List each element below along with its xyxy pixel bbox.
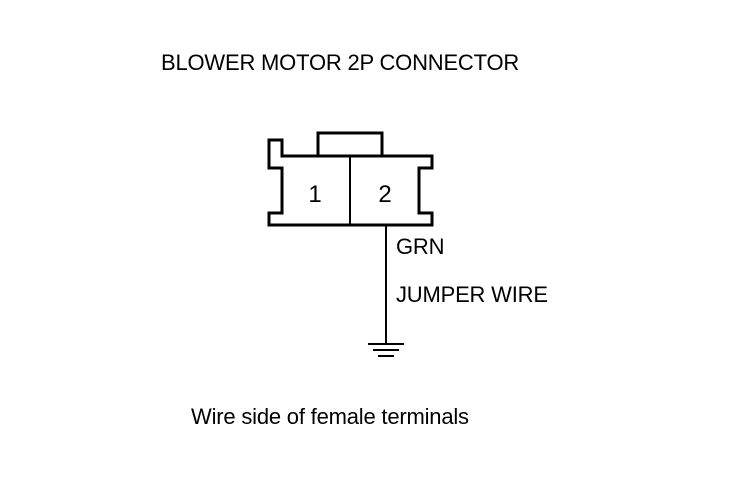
terminal-2-label: 2 bbox=[378, 181, 391, 208]
ground-icon bbox=[368, 343, 404, 357]
wire-color-label: GRN bbox=[396, 234, 445, 259]
diagram-title: BLOWER MOTOR 2P CONNECTOR bbox=[161, 50, 520, 75]
view-caption: Wire side of female terminals bbox=[191, 404, 469, 429]
jumper-wire-label: JUMPER WIRE bbox=[396, 282, 548, 307]
terminal-1-label: 1 bbox=[308, 181, 321, 208]
